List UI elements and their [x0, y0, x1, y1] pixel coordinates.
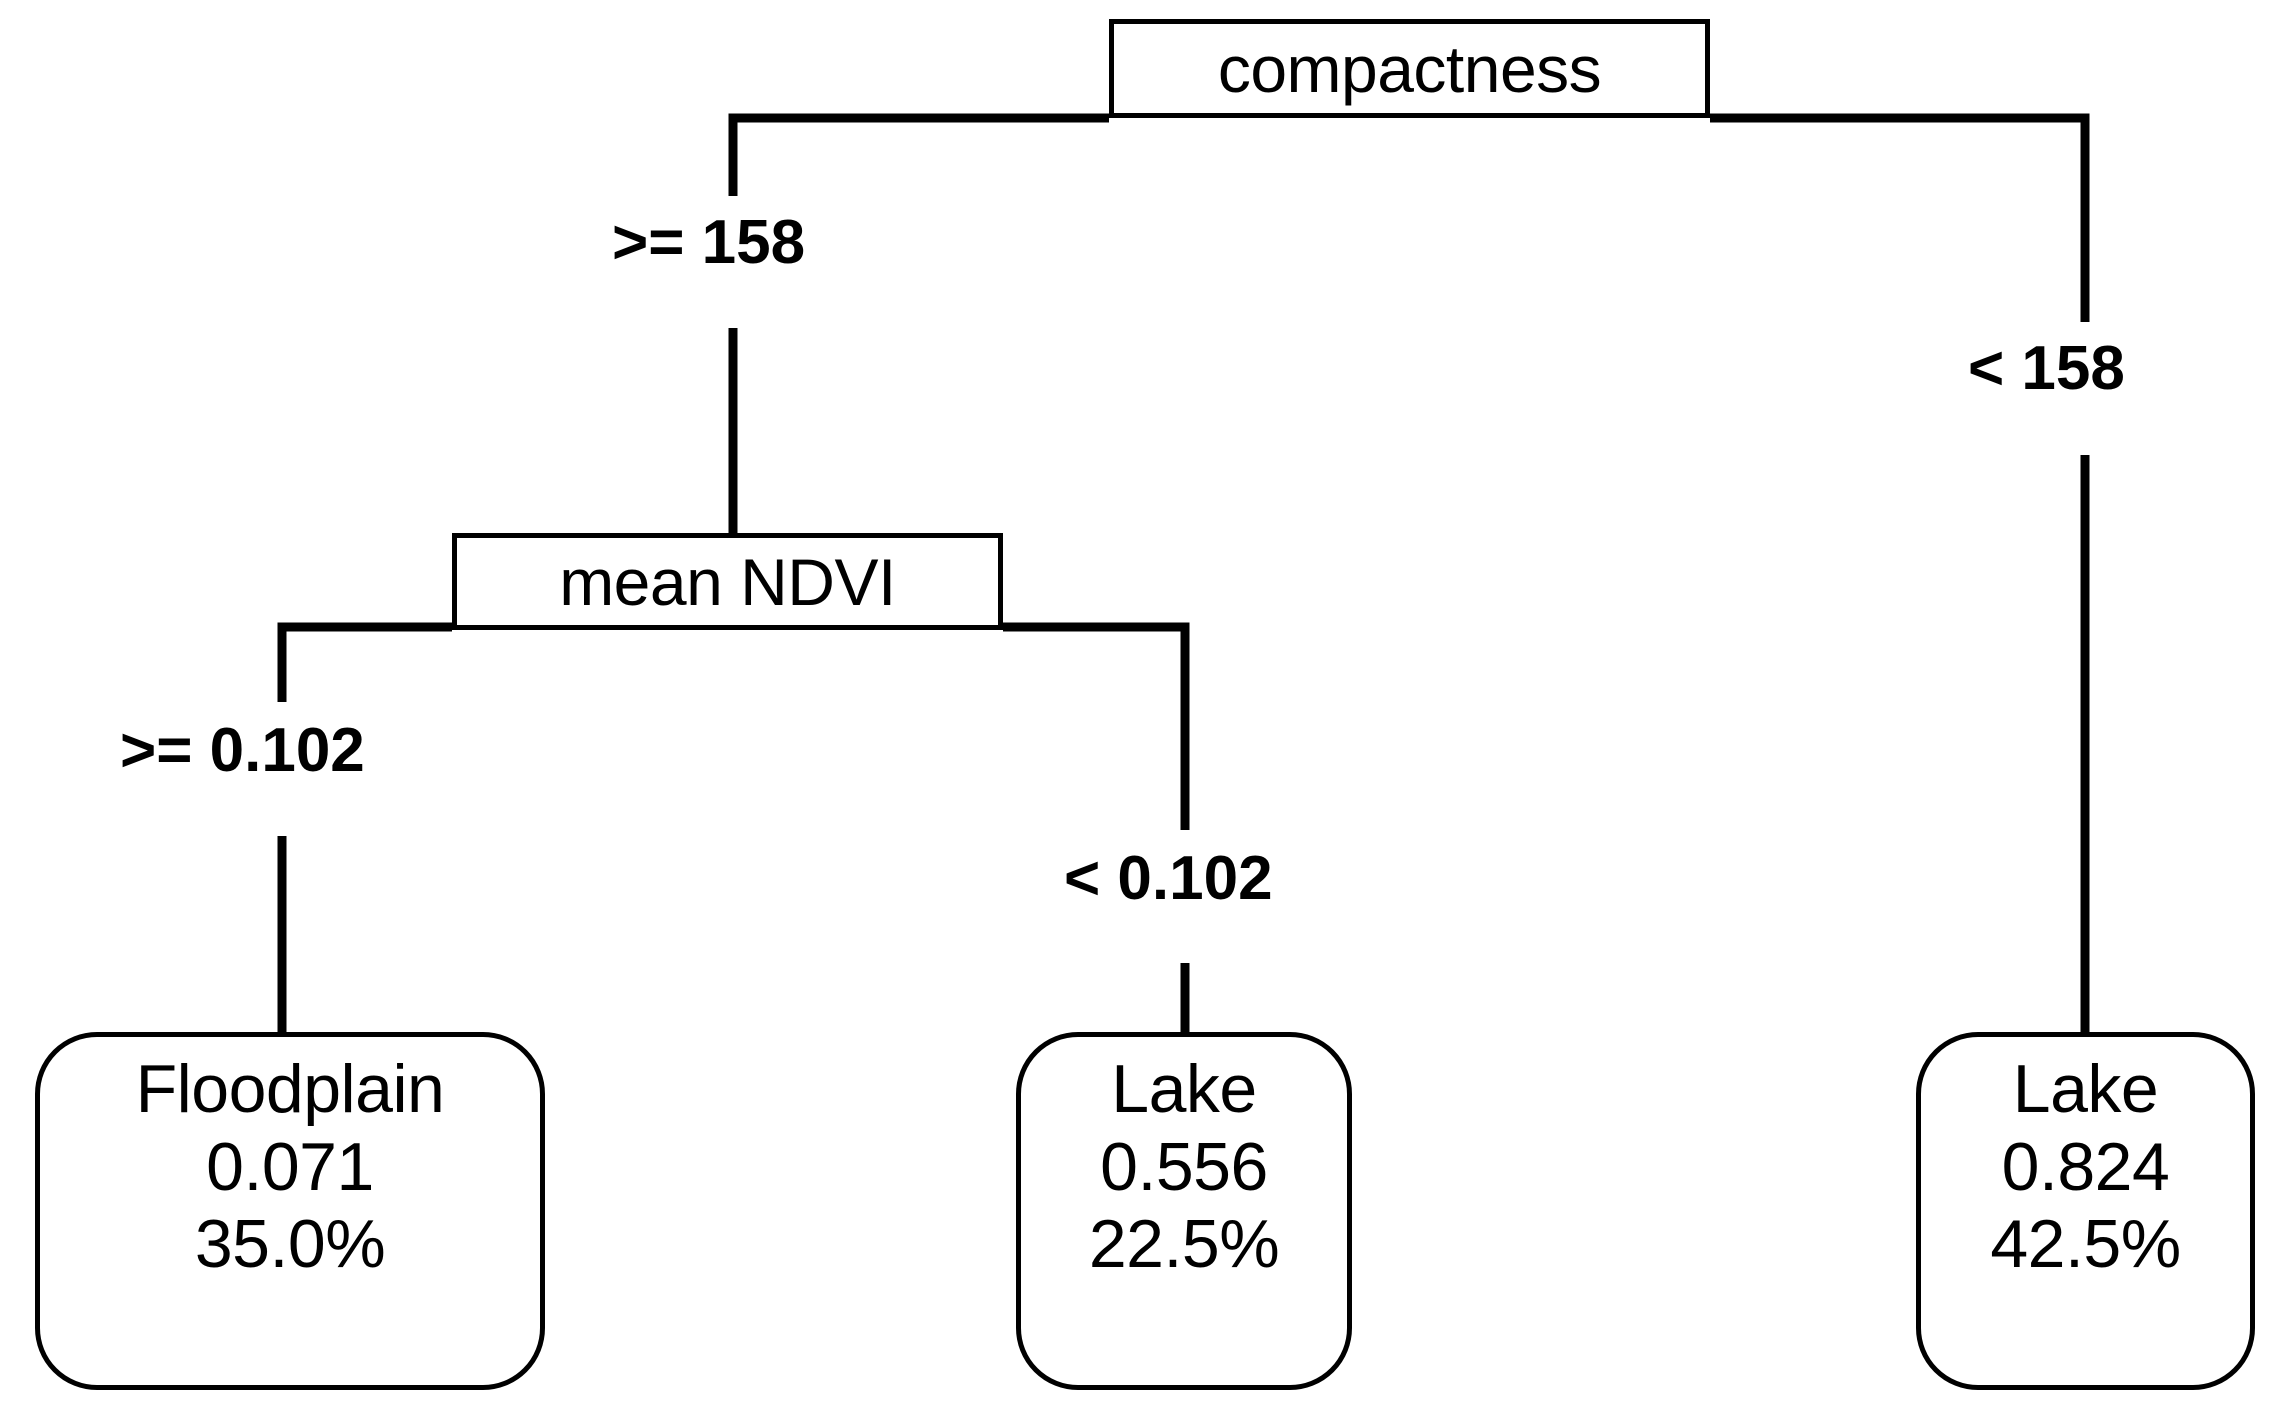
- node-compactness[interactable]: compactness: [1109, 19, 1710, 118]
- edge-label-compactness-ge-158: >= 158: [612, 208, 806, 277]
- leaf-lake-right-percent: 42.5%: [1990, 1206, 2181, 1283]
- node-compactness-label: compactness: [1217, 31, 1602, 106]
- edge-label-mean-ndvi-lt-0102: < 0.102: [1064, 844, 1273, 913]
- edge-mean-ndvi-to-floodplain-upper: [277, 622, 452, 702]
- edge-compactness-to-mean-ndvi-upper: [728, 113, 1109, 196]
- edge-label-mean-ndvi-ge-0102: >= 0.102: [120, 716, 365, 785]
- edge-label-compactness-lt-158: < 158: [1968, 334, 2125, 403]
- leaf-lake-middle-value: 0.556: [1100, 1128, 1268, 1205]
- leaf-lake-middle-percent: 22.5%: [1088, 1206, 1280, 1283]
- leaf-node-lake-middle[interactable]: Lake 0.556 22.5%: [1016, 1032, 1352, 1390]
- edge-compactness-to-lake-right-upper: [1710, 113, 2090, 322]
- leaf-node-lake-right[interactable]: Lake 0.824 42.5%: [1916, 1032, 2255, 1390]
- leaf-lake-middle-class: Lake: [1111, 1051, 1257, 1127]
- node-mean-ndvi[interactable]: mean NDVI: [452, 533, 1003, 630]
- leaf-lake-right-value: 0.824: [2001, 1128, 2170, 1205]
- leaf-node-floodplain[interactable]: Floodplain 0.071 35.0%: [35, 1032, 545, 1390]
- leaf-floodplain-class: Floodplain: [135, 1051, 445, 1127]
- leaf-lake-right-class: Lake: [2012, 1051, 2159, 1127]
- leaf-floodplain-percent: 35.0%: [194, 1206, 386, 1283]
- edge-mean-ndvi-to-lake-mid-upper: [1003, 622, 1190, 830]
- node-mean-ndvi-label: mean NDVI: [559, 544, 896, 619]
- leaf-floodplain-value: 0.071: [206, 1128, 374, 1205]
